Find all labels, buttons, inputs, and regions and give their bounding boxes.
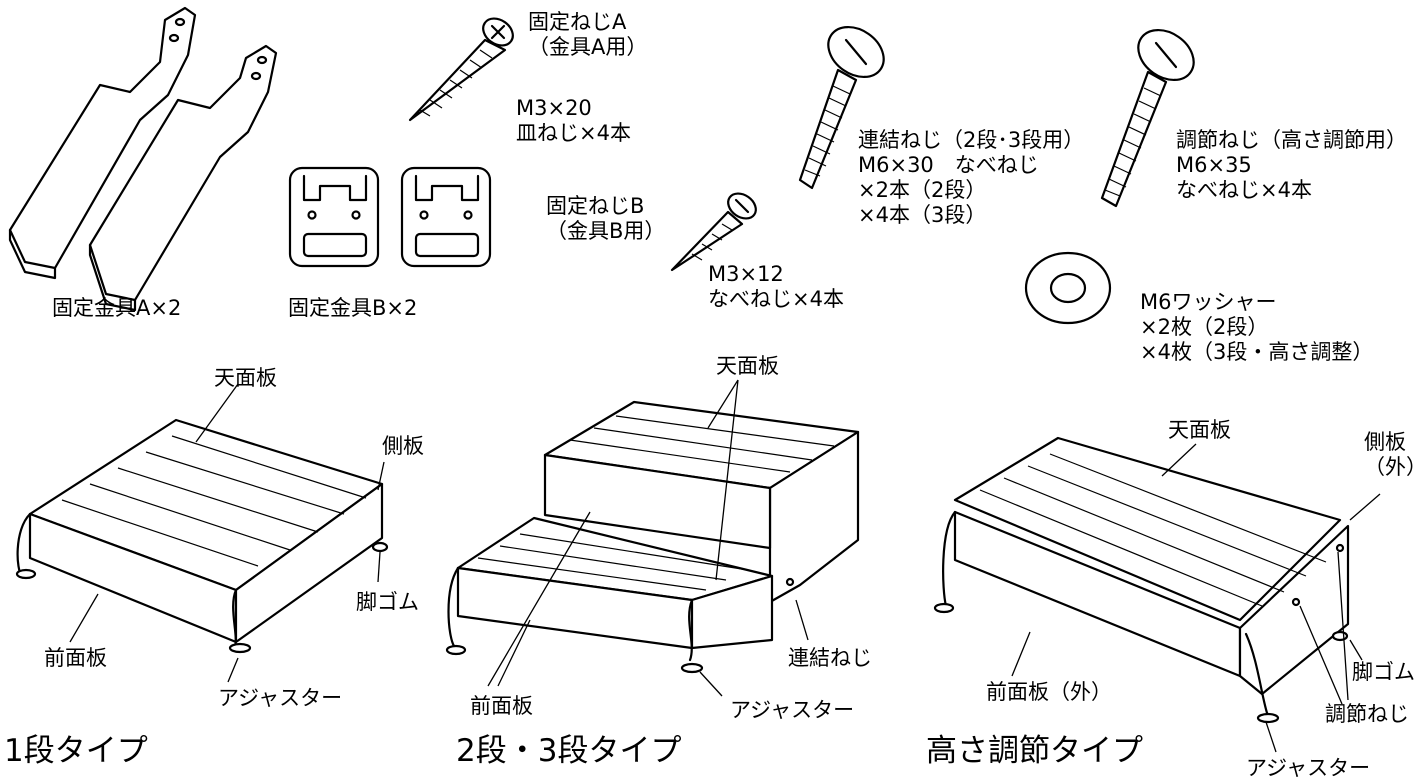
screw-a-spec-label: M3×20 皿ねじ×4本 [516, 96, 631, 146]
adjusting-screw-illustration [1100, 28, 1195, 208]
type3-illustration [933, 436, 1350, 724]
washer-qty-2: ×2枚（2段） [1140, 315, 1269, 339]
type3-caption: 高さ調節タイプ [926, 733, 1143, 769]
screw-b-spec-label: M3×12 なべねじ×4本 [708, 262, 844, 312]
type1-illustration [15, 418, 389, 654]
type2-caption: 2段・3段タイプ [456, 733, 682, 769]
screw-b-name: 固定ねじB [546, 194, 645, 218]
type3-adjust-label: 調節ねじ [1325, 702, 1409, 726]
type3-side-label-2: （外） [1364, 455, 1423, 479]
washer-qty-3: ×4枚（3段・高さ調整） [1140, 340, 1374, 364]
connect-screw-spec: M6×30 なべねじ [858, 153, 1039, 177]
type3-adjuster-label: アジャスター [1246, 756, 1371, 780]
screw-a-spec: M3×20 [516, 96, 592, 120]
leader-lines [69, 379, 1381, 753]
screw-a-label: 固定ねじA （金具A用） [528, 10, 647, 60]
type3-side-label-1: 側板 [1364, 430, 1406, 454]
connect-screw-qty-3: ×4本（3段） [858, 203, 987, 227]
screw-b-qty: なべねじ×4本 [708, 287, 844, 311]
type2-illustration [445, 400, 860, 674]
screw-a-name: 固定ねじA [528, 10, 627, 34]
adjust-screw-spec: M6×35 [1176, 153, 1252, 177]
connect-screw-qty-2: ×2本（2段） [858, 178, 987, 202]
connect-screw-name: 連結ねじ（2段･3段用） [858, 128, 1085, 152]
screw-a-use: （金具A用） [528, 35, 648, 59]
type1-front-label: 前面板 [44, 646, 107, 670]
connect-screw-label: 連結ねじ（2段･3段用） M6×30 なべねじ ×2本（2段） ×4本（3段） [858, 128, 1084, 228]
type2-top-label: 天面板 [716, 354, 779, 378]
washer-label: M6ワッシャー ×2枚（2段） ×4枚（3段・高さ調整） [1140, 290, 1373, 365]
adjust-screw-label: 調節ねじ（高さ調節用） M6×35 なべねじ×4本 [1176, 128, 1407, 203]
bracket-a-label: 固定金具A×2 [52, 296, 182, 320]
screw-b-spec: M3×12 [708, 262, 784, 286]
type2-adjuster-label: アジャスター [730, 698, 855, 722]
type1-caption: 1段タイプ [4, 733, 148, 769]
type3-foot-label: 脚ゴム [1352, 660, 1415, 684]
type3-top-label: 天面板 [1168, 418, 1231, 442]
connecting-screw-illustration [798, 25, 885, 190]
screw-a-illustration [408, 17, 514, 122]
screw-b-label: 固定ねじB （金具B用） [546, 194, 665, 244]
type1-foot-label: 脚ゴム [356, 590, 419, 614]
adjust-screw-qty: なべねじ×4本 [1176, 178, 1312, 202]
screw-a-qty: 皿ねじ×4本 [516, 121, 631, 145]
screw-b-use: （金具B用） [546, 219, 666, 243]
type1-adjuster-label: アジャスター [218, 686, 343, 710]
bracket-a-illustration [8, 6, 278, 312]
type1-side-label: 側板 [382, 434, 424, 458]
type1-top-label: 天面板 [214, 366, 277, 390]
type3-front-label: 前面板（外） [986, 680, 1112, 704]
bracket-b-label: 固定金具B×2 [288, 296, 418, 320]
type2-connect-label: 連結ねじ [788, 646, 872, 670]
bracket-b-illustration [288, 166, 492, 268]
type2-front-label: 前面板 [470, 694, 533, 718]
screw-b-illustration [670, 192, 757, 272]
adjust-screw-name: 調節ねじ（高さ調節用） [1176, 128, 1407, 152]
washer-illustration [1024, 251, 1112, 325]
washer-name: M6ワッシャー [1140, 290, 1277, 314]
type3-side-label: 側板 （外） [1364, 430, 1423, 480]
